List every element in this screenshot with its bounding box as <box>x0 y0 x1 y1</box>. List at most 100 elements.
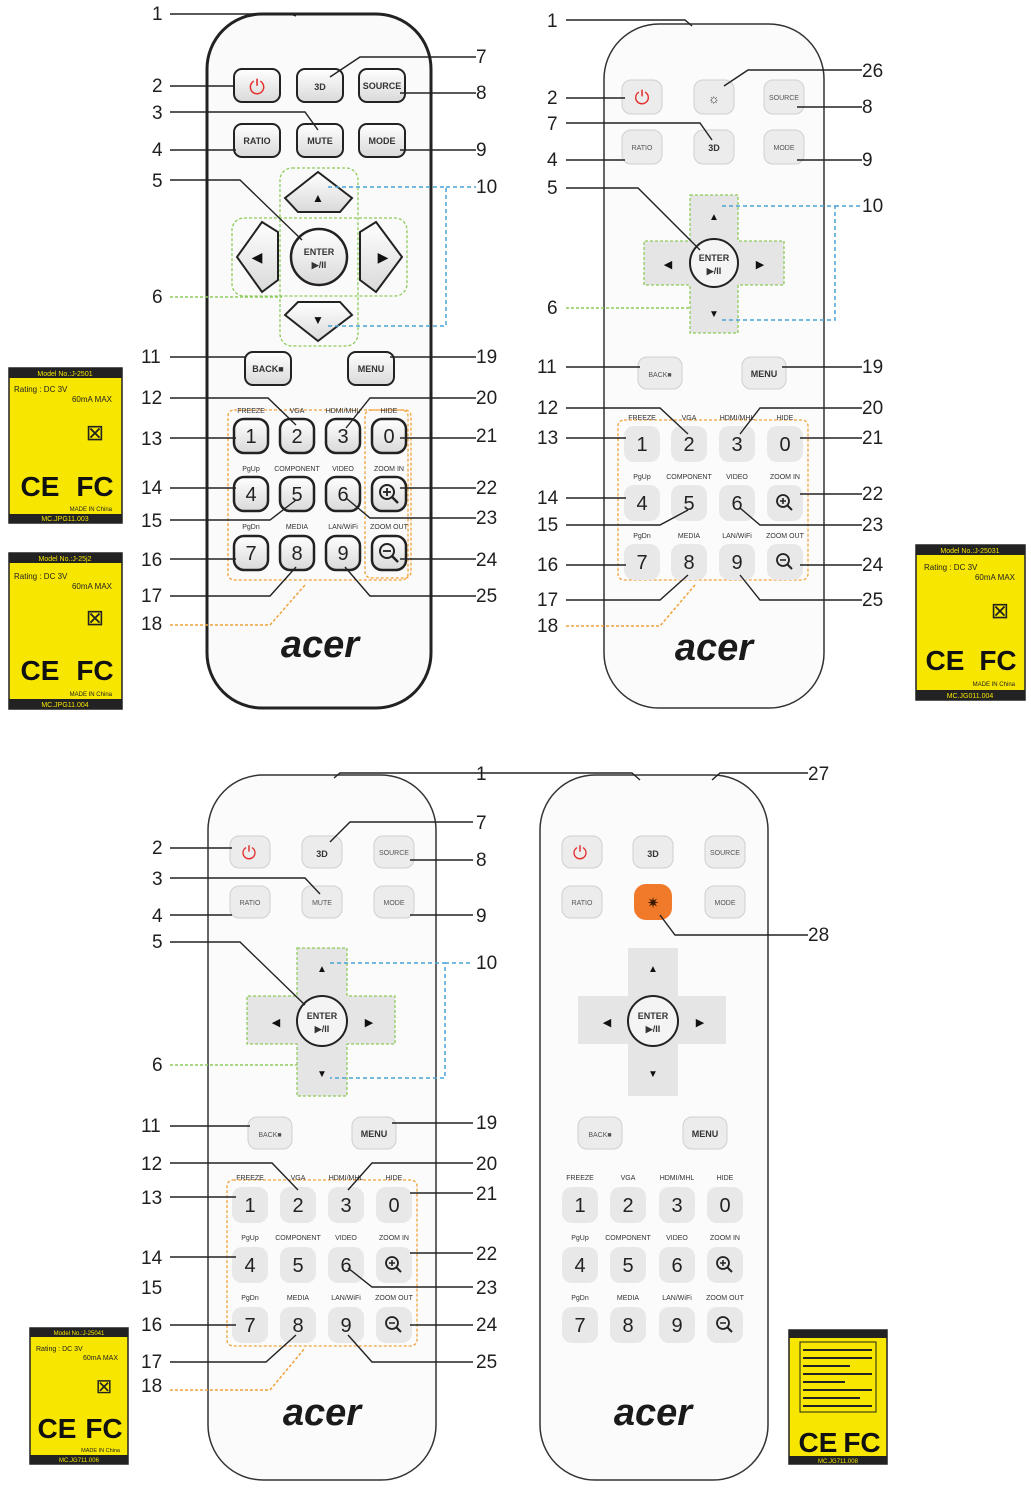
r4-zoom-out-button[interactable] <box>707 1307 743 1343</box>
r2-callout-21: 21 <box>862 428 883 449</box>
r4-key-4[interactable] <box>562 1247 598 1283</box>
r2-key-5[interactable] <box>671 485 707 521</box>
r4-key-6[interactable] <box>659 1247 695 1283</box>
r2-light-button[interactable] <box>693 79 735 115</box>
r2-key-2[interactable] <box>671 426 707 462</box>
r2-source-button[interactable] <box>763 79 805 115</box>
r3-3d-button[interactable] <box>301 835 343 869</box>
r3-key-9[interactable] <box>328 1307 364 1343</box>
r1-3d-button[interactable] <box>296 68 344 103</box>
r3-menu-button[interactable] <box>351 1116 397 1150</box>
r1-key-2[interactable] <box>278 417 316 455</box>
r4-enter-button[interactable] <box>627 995 679 1047</box>
r1-key-0[interactable] <box>370 417 408 455</box>
r3-ratio-button[interactable] <box>229 885 271 919</box>
r3-key-0[interactable] <box>376 1187 412 1223</box>
r1-enter-button[interactable] <box>289 227 349 287</box>
r1-key-4[interactable] <box>232 475 270 513</box>
r1-dpad-left[interactable] <box>235 220 279 294</box>
r3-zoom-in-button[interactable] <box>376 1247 412 1283</box>
r3-enter-button[interactable] <box>296 995 348 1047</box>
r4-laser-button[interactable] <box>634 884 672 920</box>
r2-back-button[interactable] <box>637 356 683 390</box>
r2-power-button[interactable] <box>621 79 663 115</box>
r4-source-button[interactable] <box>704 835 746 869</box>
r2-mode-label: MODE <box>774 145 795 152</box>
r4-zoom-in-button[interactable] <box>707 1247 743 1283</box>
r4-menu-button[interactable] <box>682 1116 728 1150</box>
r4-key-0[interactable] <box>707 1187 743 1223</box>
r1-key-9[interactable] <box>324 534 362 572</box>
r4-key-7[interactable] <box>562 1307 598 1343</box>
r4-key-5[interactable] <box>610 1247 646 1283</box>
r3-mode-button[interactable] <box>373 885 415 919</box>
r3-video-label: VIDEO <box>335 1235 357 1242</box>
r2-3d-button[interactable] <box>693 129 735 165</box>
r2-key-0[interactable] <box>767 426 803 462</box>
label-3-current: 60mA MAX <box>975 573 1016 582</box>
r3-key-3[interactable] <box>328 1187 364 1223</box>
r3-key-4[interactable] <box>232 1247 268 1283</box>
r2-video-label: VIDEO <box>726 474 748 481</box>
r2-back-label: BACK■ <box>648 372 671 379</box>
r2-key-4[interactable] <box>624 485 660 521</box>
r1-mute-button[interactable] <box>296 123 344 158</box>
r4-power-button[interactable] <box>561 835 603 869</box>
r4-3d-button[interactable] <box>632 835 674 869</box>
r1-mode-button[interactable] <box>358 123 406 158</box>
r1-dpad-up[interactable] <box>283 170 354 213</box>
r4-key-1[interactable] <box>562 1187 598 1223</box>
r1-zoom-in-button[interactable] <box>370 475 408 513</box>
r2-key-4-text: 4 <box>636 493 647 515</box>
r1-key-1[interactable] <box>232 417 270 455</box>
r1-back-button[interactable] <box>244 351 292 386</box>
r1-dpad-down[interactable] <box>283 301 354 343</box>
r2-key-6[interactable] <box>719 485 755 521</box>
r2-mode-button[interactable] <box>763 129 805 165</box>
r4-key-2[interactable] <box>610 1187 646 1223</box>
r2-key-3[interactable] <box>719 426 755 462</box>
r2-enter-button[interactable] <box>689 238 739 288</box>
r4-key-9[interactable] <box>659 1307 695 1343</box>
r1-ratio-button[interactable] <box>233 123 281 158</box>
r2-ratio-button[interactable] <box>621 129 663 165</box>
r1-brand-logo: acer <box>281 624 361 666</box>
r4-mode-button[interactable] <box>704 885 746 919</box>
label-5-mc: MC.JG711.008 <box>818 1459 859 1465</box>
r3-key-2[interactable] <box>280 1187 316 1223</box>
r3-key-8[interactable] <box>280 1307 316 1343</box>
r2-menu-button[interactable] <box>741 356 787 390</box>
r1-source-button[interactable] <box>358 68 406 103</box>
r1-enter-label: ENTER <box>304 247 335 257</box>
r2-callout-15: 15 <box>537 515 558 536</box>
r2-zoom-in-button[interactable] <box>767 485 803 521</box>
r4-key-8[interactable] <box>610 1307 646 1343</box>
callout-2: 2 <box>152 76 163 97</box>
r1-dpad-right[interactable] <box>359 220 404 294</box>
r3-power-button[interactable] <box>229 835 271 869</box>
r3-key-1[interactable] <box>232 1187 268 1223</box>
r1-zoom-out-button[interactable] <box>370 534 408 572</box>
r1-key-7[interactable] <box>232 534 270 572</box>
r2-key-7[interactable] <box>624 544 660 580</box>
r2-power-icon: ⏻ <box>634 87 649 109</box>
r2-pgup-label: PgUp <box>633 474 651 481</box>
r1-menu-button[interactable] <box>347 351 395 386</box>
r3-back-button[interactable] <box>247 1116 293 1150</box>
r2-zoom-out-button[interactable] <box>767 544 803 580</box>
r3-key-7[interactable] <box>232 1307 268 1343</box>
r1-key-5[interactable] <box>278 475 316 513</box>
r3-source-button[interactable] <box>373 835 415 869</box>
r3-zoom-out-button[interactable] <box>376 1307 412 1343</box>
r1-key-3[interactable] <box>324 417 362 455</box>
remote-1-body <box>205 12 433 710</box>
r3-key-5[interactable] <box>280 1247 316 1283</box>
r3-mute-button[interactable] <box>301 885 343 919</box>
r2-key-1[interactable] <box>624 426 660 462</box>
r2-key-9[interactable] <box>719 544 755 580</box>
r1-key-8[interactable] <box>278 534 316 572</box>
r2-key-8[interactable] <box>671 544 707 580</box>
r4-back-button[interactable] <box>577 1116 623 1150</box>
r4-ratio-button[interactable] <box>561 885 603 919</box>
r4-key-3[interactable] <box>659 1187 695 1223</box>
